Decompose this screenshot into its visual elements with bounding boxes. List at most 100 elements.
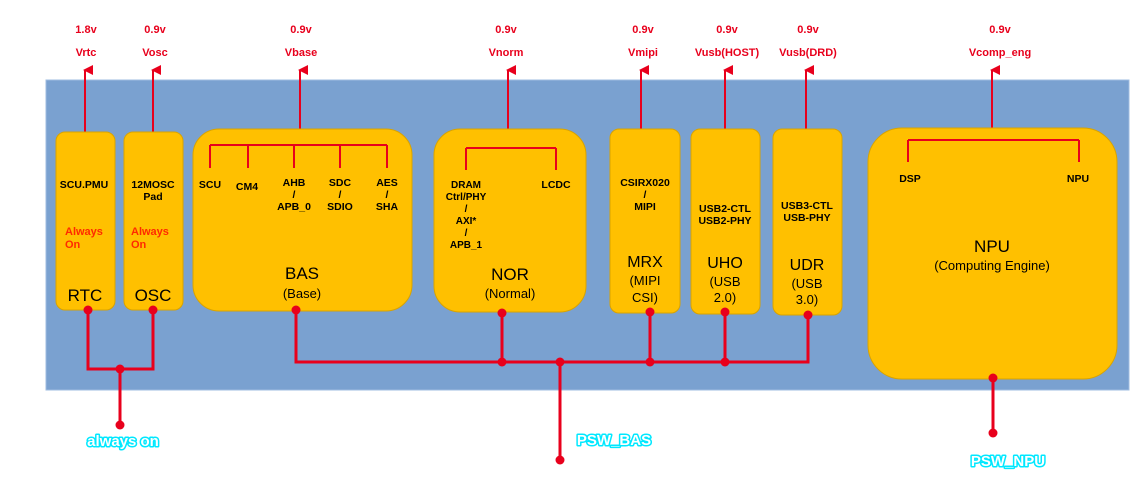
dot-always-on-junction bbox=[115, 364, 125, 374]
rail-voltage-vmipi: 0.9v bbox=[632, 24, 654, 36]
npu-item-dsp: DSP bbox=[899, 173, 921, 185]
bas-item-aes-line2: / bbox=[386, 189, 389, 201]
udr-item-line2: USB-PHY bbox=[783, 212, 830, 224]
bas-item-ahb-line1: AHB bbox=[283, 177, 306, 189]
nor-item-dram-line3: / bbox=[465, 204, 468, 215]
udr-title-line1: UDR bbox=[790, 257, 825, 274]
uho-title-line3: 2.0) bbox=[714, 290, 736, 305]
domain-blocks bbox=[55, 127, 1118, 380]
osc-always-on-line2: On bbox=[131, 239, 147, 251]
bas-item-scu: SCU bbox=[199, 179, 221, 191]
dot-bus-mrx bbox=[645, 357, 655, 367]
rail-voltage-vusb-host: 0.9v bbox=[716, 24, 738, 36]
osc-labels: 12MOSC Pad Always On OSC bbox=[131, 179, 175, 305]
rail-voltage-vcomp-eng: 0.9v bbox=[989, 24, 1011, 36]
rail-voltage-vusb-drd: 0.9v bbox=[797, 24, 819, 36]
dot-bas bbox=[291, 305, 301, 315]
rail-labels: 1.8v Vrtc 0.9v Vosc 0.9v Vbase 0.9v Vnor… bbox=[75, 24, 1031, 59]
rail-name-vrtc: Vrtc bbox=[76, 47, 97, 59]
uho-title-line1: UHO bbox=[707, 255, 743, 272]
uho-item-line1: USB2-CTL bbox=[699, 203, 752, 215]
dot-bus-psw bbox=[555, 357, 565, 367]
dot-npu bbox=[988, 373, 998, 383]
domain-block-bas bbox=[192, 128, 413, 312]
dot-udr bbox=[803, 310, 813, 320]
nor-item-dram-line6: APB_1 bbox=[450, 240, 483, 251]
uho-labels: USB2-CTL USB2-PHY UHO (USB 2.0) bbox=[698, 203, 751, 305]
mrx-item-line1: CSIRX020 bbox=[620, 177, 670, 189]
osc-always-on-line1: Always bbox=[131, 226, 169, 238]
bas-subtitle: (Base) bbox=[283, 286, 321, 301]
npu-item-npu: NPU bbox=[1067, 173, 1089, 185]
rail-voltage-vrtc: 1.8v bbox=[75, 24, 97, 36]
rail-name-vusb-drd: Vusb(DRD) bbox=[779, 47, 837, 59]
nor-item-dram-line1: DRAM bbox=[451, 180, 481, 191]
udr-title-line2: (USB bbox=[791, 276, 822, 291]
rail-name-vosc: Vosc bbox=[142, 47, 167, 59]
dot-mrx bbox=[645, 307, 655, 317]
nor-item-dram-line5: / bbox=[465, 228, 468, 239]
internal-distribution bbox=[209, 139, 1080, 170]
npu-subtitle: (Computing Engine) bbox=[934, 258, 1050, 273]
bas-item-sdc-line1: SDC bbox=[329, 177, 352, 189]
osc-item-line2: Pad bbox=[143, 191, 162, 203]
udr-labels: USB3-CTL USB-PHY UDR (USB 3.0) bbox=[781, 200, 834, 307]
nor-item-dram-line4: AXI* bbox=[456, 216, 477, 227]
dot-bus-uho bbox=[720, 357, 730, 367]
bas-item-ahb-line3: APB_0 bbox=[277, 201, 311, 213]
bas-title: BAS bbox=[285, 264, 319, 283]
switch-labels: always on PSW_BAS PSW_NPU bbox=[86, 431, 1047, 472]
rail-voltage-vbase: 0.9v bbox=[290, 24, 312, 36]
bas-item-sdc-line2: / bbox=[339, 189, 342, 201]
rtc-always-on-line2: On bbox=[65, 239, 81, 251]
udr-item-line1: USB3-CTL bbox=[781, 200, 834, 212]
dot-psw-npu-end bbox=[988, 428, 998, 438]
mrx-labels: CSIRX020 / MIPI MRX (MIPI CSI) bbox=[620, 177, 670, 305]
switch-label-psw-bas: PSW_BAS bbox=[577, 432, 651, 449]
nor-subtitle: (Normal) bbox=[485, 286, 536, 301]
npu-title: NPU bbox=[974, 237, 1010, 256]
dot-nor bbox=[497, 308, 507, 318]
rtc-item: SCU.PMU bbox=[60, 179, 108, 191]
mrx-title-line2: (MIPI bbox=[629, 273, 660, 288]
nor-labels: DRAM Ctrl/PHY / AXI* / APB_1 LCDC NOR (N… bbox=[446, 179, 571, 301]
rtc-always-on-line1: Always bbox=[65, 226, 103, 238]
domain-block-osc bbox=[123, 131, 184, 311]
bas-item-sdc-line3: SDIO bbox=[327, 201, 353, 213]
rail-voltage-vnorm: 0.9v bbox=[495, 24, 517, 36]
switch-label-always-on: always on bbox=[87, 433, 159, 450]
mrx-item-line2: / bbox=[644, 189, 647, 201]
rail-name-vusb-host: Vusb(HOST) bbox=[695, 47, 760, 59]
connection-dots bbox=[83, 305, 998, 465]
rtc-title: RTC bbox=[68, 286, 103, 305]
rtc-labels: SCU.PMU Always On RTC bbox=[60, 179, 108, 305]
rail-name-vcomp-eng: Vcomp_eng bbox=[969, 47, 1031, 59]
mrx-item-line3: MIPI bbox=[634, 201, 656, 213]
dot-always-on-end bbox=[115, 420, 125, 430]
bas-item-aes-line1: AES bbox=[376, 177, 398, 189]
dot-uho bbox=[720, 307, 730, 317]
domain-block-nor bbox=[433, 128, 587, 313]
dot-rtc bbox=[83, 305, 93, 315]
npu-labels: DSP NPU NPU (Computing Engine) bbox=[899, 173, 1089, 273]
bas-labels: SCU CM4 AHB / APB_0 SDC / SDIO AES / SHA… bbox=[199, 177, 399, 301]
dot-bus-nor bbox=[497, 357, 507, 367]
mrx-title-line1: MRX bbox=[627, 254, 663, 271]
rail-name-vmipi: Vmipi bbox=[628, 47, 658, 59]
bas-item-cm4: CM4 bbox=[236, 181, 258, 193]
osc-title: OSC bbox=[135, 286, 172, 305]
nor-title: NOR bbox=[491, 265, 529, 284]
uho-title-line2: (USB bbox=[709, 274, 740, 289]
uho-item-line2: USB2-PHY bbox=[698, 215, 751, 227]
mrx-title-line3: CSI) bbox=[632, 290, 658, 305]
udr-title-line3: 3.0) bbox=[796, 292, 818, 307]
dot-psw-bas-end bbox=[555, 455, 565, 465]
rail-name-vbase: Vbase bbox=[285, 47, 317, 59]
rail-voltage-vosc: 0.9v bbox=[144, 24, 166, 36]
osc-item-line1: 12MOSC bbox=[131, 179, 175, 191]
bas-item-aes-line3: SHA bbox=[376, 201, 399, 213]
nor-item-lcdc: LCDC bbox=[541, 179, 571, 191]
switch-label-psw-npu: PSW_NPU bbox=[971, 453, 1045, 470]
domain-block-mrx bbox=[609, 128, 681, 314]
